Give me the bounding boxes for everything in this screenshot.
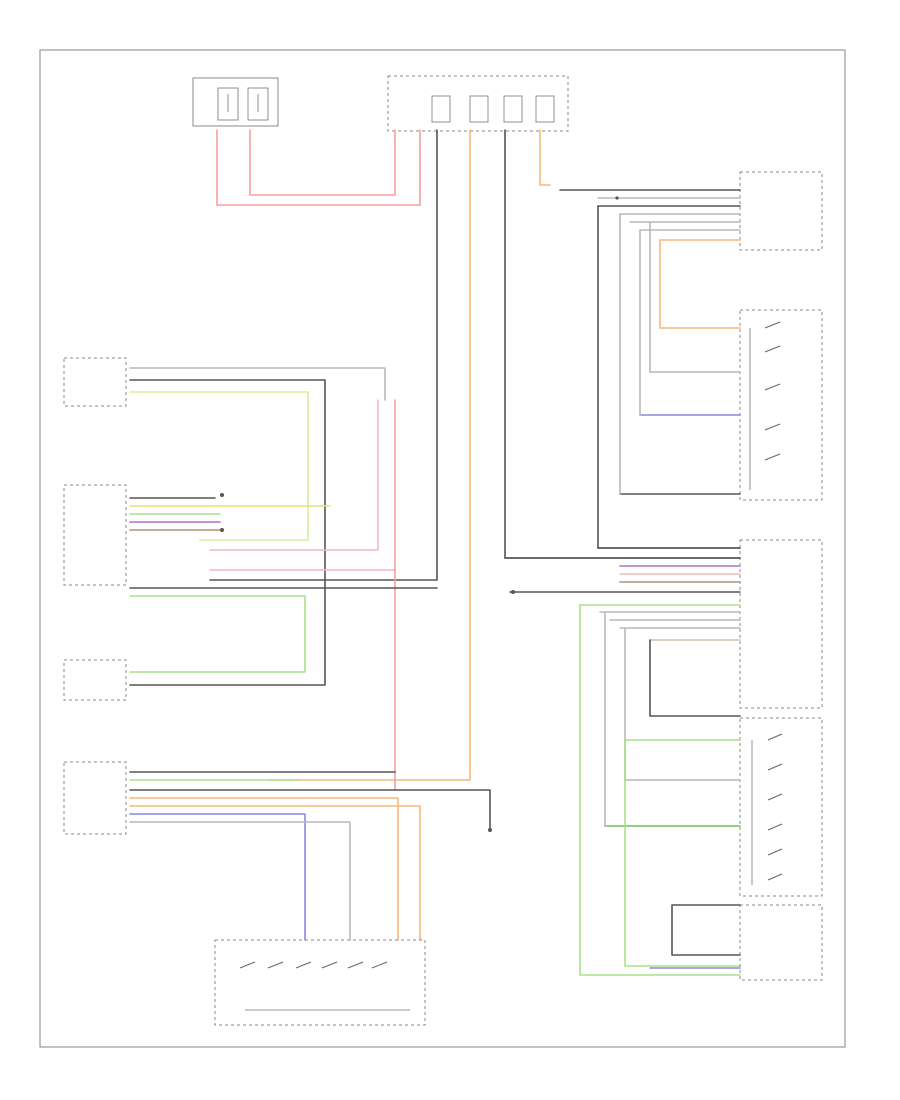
lh-master-switch [214,939,426,1026]
central-junction-box [387,75,569,132]
wire-ground-main [209,129,438,581]
wire-power-1 [216,129,421,206]
passenger-lockout-switch [649,904,823,981]
rh-window-switch [597,205,823,549]
lh-rear-window-motor [63,399,438,791]
left-front-door-module [63,761,492,941]
fuse-box-top-left [192,77,279,127]
diagram-frame [39,49,846,1048]
front-rh-door-module [559,171,823,251]
passenger-window-switch [579,604,823,976]
wire-power-2 [249,129,396,196]
wire-orange-main [269,129,471,781]
lh-rear-lockout-switch [63,659,127,701]
driver-door-switch [63,357,386,686]
wire-orange-top [539,129,551,186]
passenger-door-module [504,539,823,709]
